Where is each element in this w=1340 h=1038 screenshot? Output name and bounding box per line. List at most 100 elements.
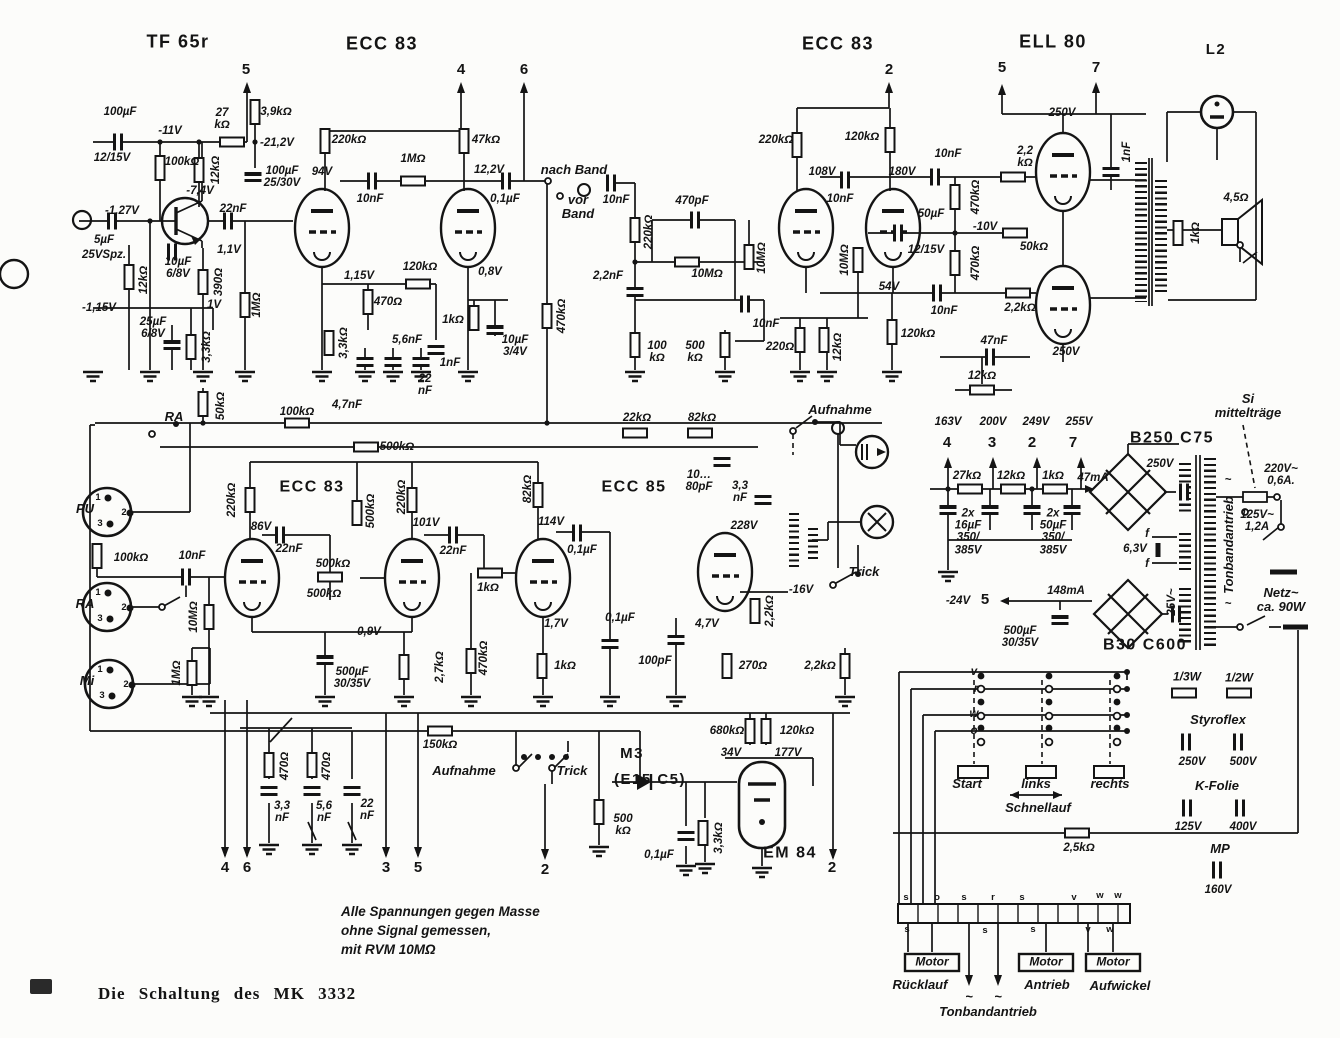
resistor-icon bbox=[362, 289, 374, 315]
schematic-label: 220kΩ bbox=[331, 133, 367, 146]
schematic-label: 255V bbox=[1065, 415, 1093, 428]
schematic-label: 108V bbox=[808, 165, 836, 178]
capacitor-icon bbox=[606, 174, 616, 192]
band-jack-icon bbox=[577, 183, 591, 197]
tube-icon-ecc83-3b bbox=[383, 537, 441, 619]
terminal-strip bbox=[897, 903, 1131, 924]
resistor-icon bbox=[406, 487, 418, 513]
input-jack-icon-2 bbox=[0, 258, 30, 290]
connector-label-pu: PU bbox=[75, 501, 95, 517]
schematic-label: 100µF 25/30V bbox=[263, 164, 301, 189]
resistor-icon bbox=[839, 653, 851, 679]
resistor-icon bbox=[886, 319, 898, 345]
schematic-label: 250V bbox=[1052, 345, 1080, 358]
schematic-label: 400V bbox=[1229, 820, 1257, 833]
schematic-label: o bbox=[970, 724, 978, 737]
capacitor-icon bbox=[985, 348, 995, 366]
schematic-label: s bbox=[1019, 891, 1025, 903]
schematic-label: Trick bbox=[556, 763, 588, 779]
resistor-icon bbox=[794, 327, 806, 353]
schematic-label: v bbox=[1085, 923, 1091, 935]
schematic-label: 470kΩ bbox=[477, 640, 490, 676]
schematic-label: 470Ω bbox=[278, 751, 291, 781]
schematic-label: 390Ω bbox=[212, 267, 225, 297]
resistor-icon bbox=[1000, 483, 1026, 495]
resistor-icon bbox=[949, 250, 961, 276]
schematic-label: -16V bbox=[788, 583, 814, 596]
capacitor-icon bbox=[501, 172, 511, 190]
schematic-label: -10V bbox=[972, 220, 998, 233]
schematic-label: 250V bbox=[1178, 755, 1206, 768]
resistor-icon bbox=[749, 598, 761, 624]
tube-label-em84: EM 84 bbox=[763, 844, 817, 862]
resistor-icon bbox=[244, 487, 256, 513]
schematic-label: 150kΩ bbox=[422, 738, 458, 751]
resistor-icon bbox=[674, 256, 700, 268]
scan-smudge bbox=[30, 979, 52, 994]
capacitor-icon bbox=[601, 639, 619, 649]
schematic-label: 7 bbox=[1068, 434, 1078, 452]
schematic-label: 27kΩ bbox=[952, 469, 982, 482]
resistor-icon bbox=[1172, 220, 1184, 246]
capacitor-icon bbox=[113, 133, 123, 151]
resistor-icon bbox=[1171, 687, 1197, 699]
schematic-label: 1MΩ bbox=[170, 660, 183, 686]
resistor-icon bbox=[405, 278, 431, 290]
schematic-label: 2x 50µF 350/ 385V bbox=[1039, 507, 1067, 557]
schematic-label: v bbox=[1071, 891, 1077, 903]
schematic-label: 120kΩ bbox=[402, 260, 438, 273]
resistor-icon bbox=[760, 718, 772, 744]
note-line: mit RVM 10MΩ bbox=[341, 941, 436, 957]
capacitor-icon bbox=[677, 831, 695, 841]
resistor-icon bbox=[398, 654, 410, 680]
schematic-label: 12kΩ bbox=[209, 155, 222, 185]
schematic-label: -21,2V bbox=[260, 136, 294, 149]
label-aufnahme: Aufnahme bbox=[808, 402, 872, 418]
resistor-icon bbox=[477, 567, 503, 579]
schematic-label: 22nF bbox=[219, 202, 247, 215]
schematic-label: Antrieb bbox=[1024, 977, 1070, 993]
resistor-icon bbox=[323, 330, 335, 356]
resistor-icon bbox=[697, 820, 709, 846]
schematic-label: 1/3W bbox=[1172, 669, 1202, 684]
resistor-icon bbox=[154, 155, 166, 181]
osc-coil-winding bbox=[789, 513, 799, 567]
resistor-icon bbox=[353, 441, 379, 453]
motor-label-3: Motor bbox=[1096, 954, 1130, 969]
schematic-label: 25VSpz. bbox=[81, 248, 127, 261]
switch-label-ra: RA bbox=[164, 409, 184, 425]
schematic-label: 228V bbox=[730, 519, 758, 532]
schematic-label: 22kΩ bbox=[622, 411, 652, 424]
schematic-label: 25V~ bbox=[1165, 588, 1178, 616]
tube-label-tf65r: TF 65r bbox=[146, 31, 210, 52]
schematic-label: 12,2V bbox=[473, 163, 505, 176]
schematic-label: v bbox=[970, 665, 978, 678]
schematic-label: 7 bbox=[1091, 59, 1101, 77]
schematic-label: ~ bbox=[965, 989, 973, 1005]
note-line: ohne Signal gemessen, bbox=[341, 922, 492, 938]
schematic-label: 470kΩ bbox=[969, 179, 982, 215]
resistor-icon bbox=[468, 305, 480, 331]
resistor-icon bbox=[791, 132, 803, 158]
legend-k-folie: K-Folie bbox=[1194, 778, 1240, 794]
schematic-label: 10nF bbox=[934, 147, 962, 160]
resistor-icon bbox=[541, 303, 553, 329]
schematic-label: 2x 16µF 350/ 385V bbox=[954, 507, 982, 557]
tube-label-ecc83-2: ECC 83 bbox=[801, 33, 875, 54]
schematic-label: 10nF bbox=[930, 304, 958, 317]
schematic-label: 500 kΩ bbox=[685, 339, 705, 364]
capacitor-icon bbox=[840, 171, 850, 189]
schematic-label: w bbox=[1106, 923, 1114, 935]
resistor-icon bbox=[317, 571, 343, 583]
schematic-label: 2,2 kΩ bbox=[1017, 144, 1033, 169]
resistor-icon bbox=[743, 244, 755, 270]
schematic-label: -1,15V bbox=[82, 301, 116, 314]
tube-icon-ecc83-3c bbox=[514, 537, 572, 619]
schematic-label: 10… 80pF bbox=[685, 468, 713, 493]
capacitor-icon bbox=[1182, 799, 1192, 817]
schematic-label: 1,7V bbox=[544, 617, 568, 630]
schematic-label: s bbox=[961, 891, 967, 903]
pin-arrows bbox=[221, 82, 1100, 986]
resistor-icon bbox=[629, 332, 641, 358]
schematic-label: o bbox=[934, 891, 940, 903]
